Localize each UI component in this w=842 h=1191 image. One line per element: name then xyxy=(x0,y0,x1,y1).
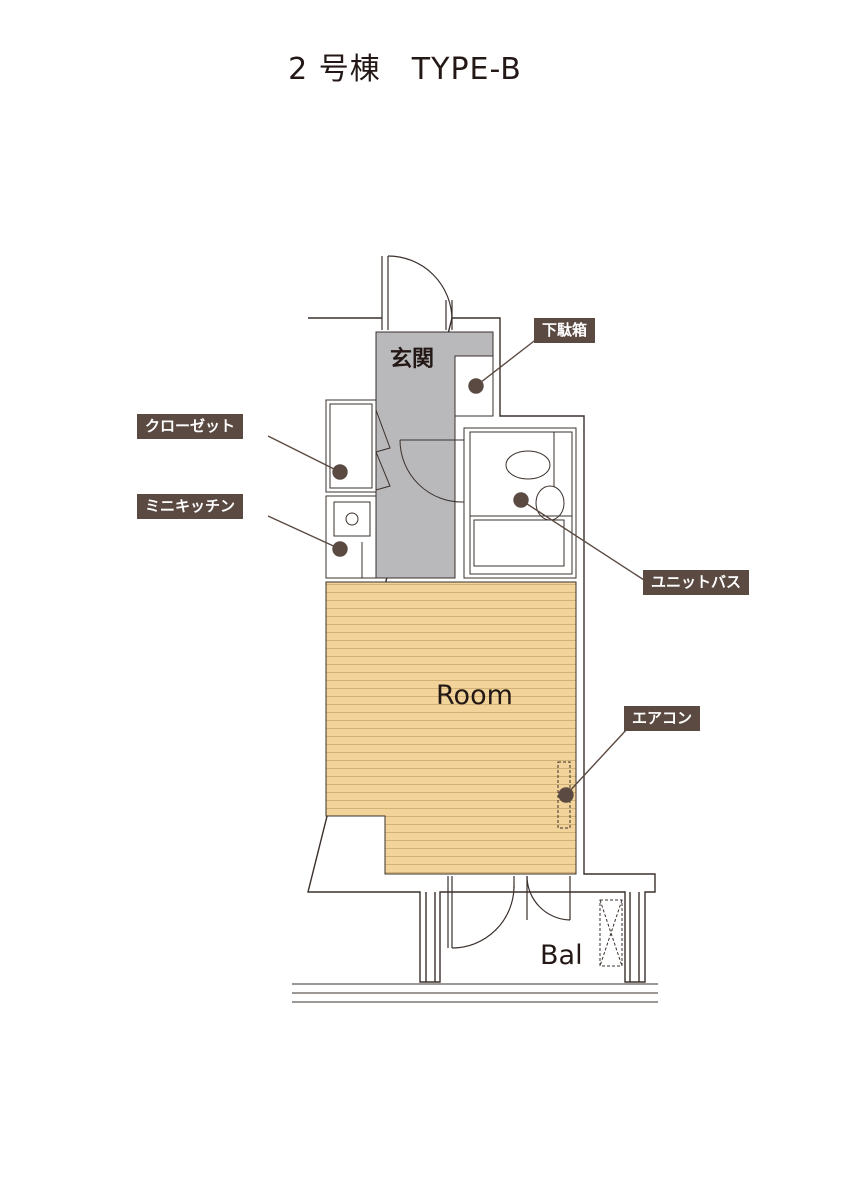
callout-closet: クローゼット xyxy=(137,414,244,439)
callout-mini-kitchen: ミニキッチン xyxy=(137,494,244,519)
callout-shoe-box: 下駄箱 xyxy=(534,318,596,343)
balcony-label: Bal xyxy=(540,940,583,971)
room-label: Room xyxy=(436,680,513,711)
closet-marker xyxy=(332,464,348,480)
shoe-box-marker xyxy=(468,378,484,394)
page-title: 2 号棟 TYPE-B xyxy=(288,52,522,87)
entrance-door xyxy=(381,255,453,330)
air-conditioner-marker xyxy=(558,787,574,803)
callout-unit-bath: ユニットバス xyxy=(643,570,750,595)
balcony-railing xyxy=(292,983,658,1003)
room-floor xyxy=(325,581,577,875)
callout-leaders xyxy=(267,337,645,803)
callout-air-conditioner: エアコン xyxy=(624,706,701,731)
unit-bath-marker xyxy=(513,492,529,508)
outdoor-unit xyxy=(599,899,623,967)
mini-kitchen xyxy=(325,495,377,579)
outer-wall xyxy=(307,317,656,983)
balcony-doors xyxy=(447,875,571,949)
entrance-label: 玄関 xyxy=(390,346,434,372)
mini-kitchen-marker xyxy=(332,541,348,557)
